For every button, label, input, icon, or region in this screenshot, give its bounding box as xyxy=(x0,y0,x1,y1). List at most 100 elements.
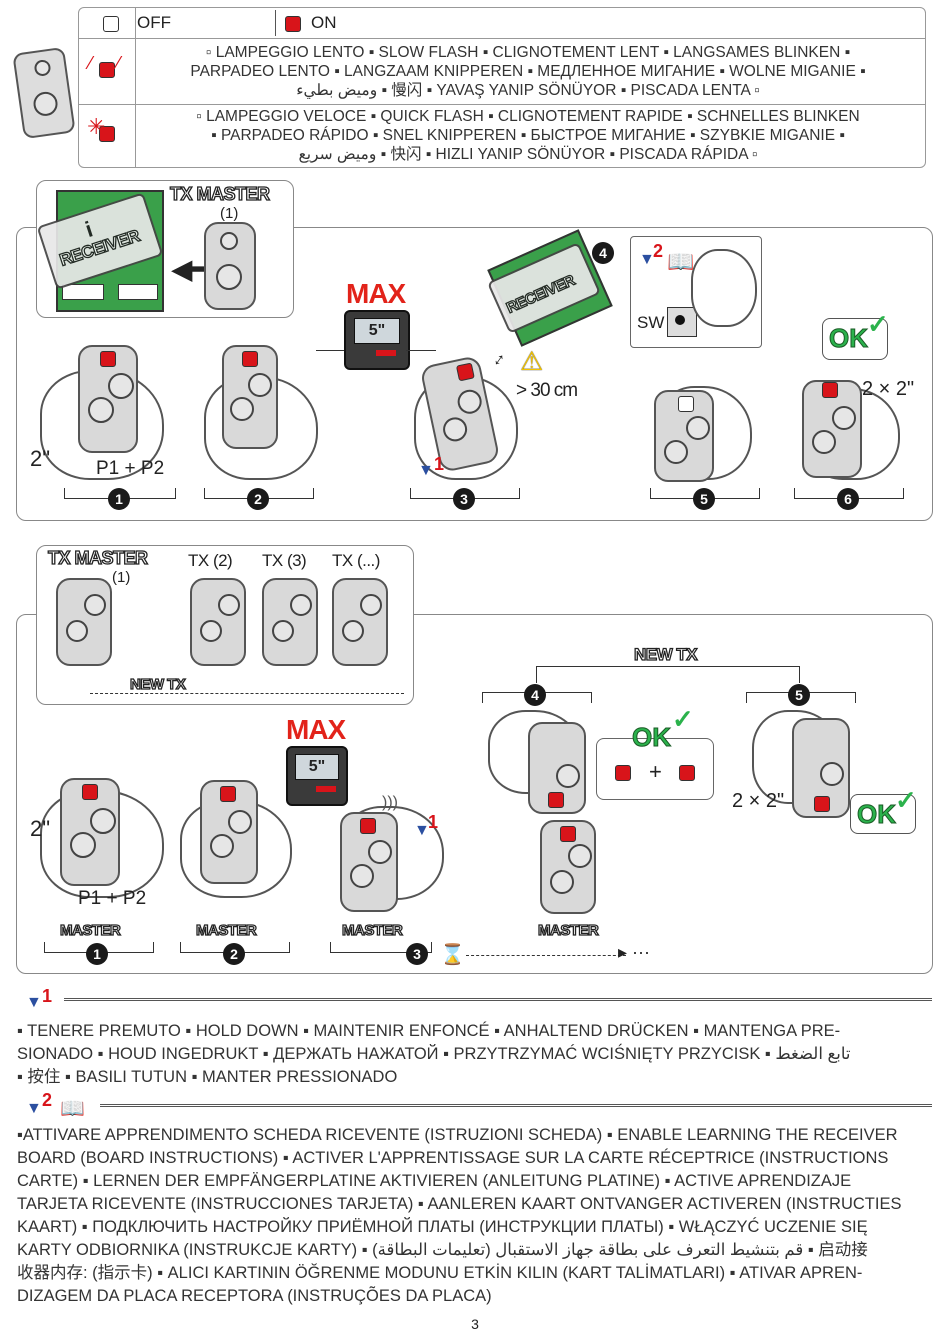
repeat-label: 2 × 2" xyxy=(862,378,915,400)
checkmark-icon-2: ✓ xyxy=(672,704,694,734)
s2-step-5-badge: 5 xyxy=(788,684,810,706)
checkmark-icon-3: ✓ xyxy=(895,785,917,815)
learn-line-5: KAART) ▪ ПОДКЛЮЧИТЬ НАСТРОЙКУ ПРИЁМНОЙ П… xyxy=(17,1218,868,1236)
new-tx-label-2: NEW TX xyxy=(633,644,698,664)
tx2-label: TX (2) xyxy=(188,551,233,570)
step-3-badge: 3 xyxy=(453,488,475,510)
slow-flash-line-1: ▫ LAMPEGGIO LENTO ▪ SLOW FLASH ▪ CLIGNOT… xyxy=(205,44,851,61)
off-label: OFF xyxy=(137,13,171,32)
learn-line-7: 收器内存: (指示卡) ▪ ALICI KARTININ ÖĞRENME MOD… xyxy=(17,1264,863,1282)
master-label-4: MASTER xyxy=(537,921,599,939)
signal-icon: ))) xyxy=(382,794,398,811)
slow-flash-icon xyxy=(99,62,115,78)
remote-s2-step-4-master xyxy=(540,820,596,914)
hold-line-3: ▪ 按住 ▪ BASILI TUTUN ▪ MANTER PRESSIONADO xyxy=(17,1068,398,1086)
s2-step-3-badge: 3 xyxy=(406,943,428,965)
tx-master-title-2: TX MASTER xyxy=(47,547,148,568)
book-note-icon: 📖 xyxy=(60,1098,85,1120)
plus-sign: + xyxy=(649,759,662,784)
pin-1-number-s2: 1 xyxy=(428,812,439,832)
master-label-3: MASTER xyxy=(341,921,403,939)
tx-master-number: (1) xyxy=(220,205,239,222)
learn-line-1: ▪ATTIVARE APPRENDIMENTO SCHEDA RICEVENTE… xyxy=(17,1126,898,1144)
learn-line-8: DIZAGEM DA PLACA RECEPTORA (INSTRUÇÕES D… xyxy=(17,1287,492,1305)
pushpin-2-icon: ▼ xyxy=(639,251,655,268)
timer-display: 5" xyxy=(344,310,410,370)
hold-line-2: SIONADO ▪ HOUD INGEDRUKT ▪ ДЕРЖАТЬ НАЖАТ… xyxy=(17,1045,851,1063)
book-icon: 📖 xyxy=(667,249,695,274)
max-label: MAX xyxy=(346,278,406,309)
quick-flash-line-1: ▫ LAMPEGGIO VELOCE ▪ QUICK FLASH ▪ CLIGN… xyxy=(196,108,860,125)
on-label: ON xyxy=(311,13,337,32)
legend-remote xyxy=(12,46,76,140)
remote-s2-step-2 xyxy=(200,780,258,884)
p1p2-label-2: P1 + P2 xyxy=(78,888,147,909)
ok-badge-step-6: OK ✓ xyxy=(822,309,889,360)
s2-step-2-badge: 2 xyxy=(223,943,245,965)
sw-inset: SW ▼ 2 📖 xyxy=(630,236,762,348)
distance-label: > 30 cm xyxy=(516,380,578,401)
pushpin-icon-s2: ▼ xyxy=(414,822,430,839)
remote-step-5 xyxy=(654,390,714,482)
pushpin-icon: ▼ xyxy=(418,462,434,479)
tx-master-number-2: (1) xyxy=(112,569,131,586)
master-label-1: MASTER xyxy=(59,921,121,939)
quick-flash-icon xyxy=(99,126,115,142)
pin-1-number: 1 xyxy=(434,454,445,474)
section-1-frame xyxy=(16,227,933,521)
quick-flash-line-3: وميض سريع ▪ 快闪 ▪ HIZLI YANIP SÖNÜYOR ▪ P… xyxy=(298,146,758,163)
new-tx-label: NEW TX xyxy=(129,675,186,693)
arrow-left-icon: ◀━ xyxy=(172,254,208,284)
master-label-2: MASTER xyxy=(195,921,257,939)
remote-step-1 xyxy=(78,345,138,453)
quick-flash-line-2: ▪ PARPADEO RÁPIDO ▪ SNEL KNIPPEREN ▪ БЫС… xyxy=(211,127,845,144)
remote-s2-step-1 xyxy=(60,778,120,886)
continue-dots: ▸ ··· xyxy=(618,942,651,962)
step-5-badge: 5 xyxy=(693,488,715,510)
timer-display-2: 5" xyxy=(286,746,348,806)
pushpin-note-1-icon: ▼ xyxy=(26,994,42,1011)
ok-label-4: OK xyxy=(632,722,672,753)
s2-step-4-badge: 4 xyxy=(524,684,546,706)
step-1-badge: 1 xyxy=(108,488,130,510)
note-2-number: 2 xyxy=(42,1090,53,1110)
learn-line-2: BOARD (BOARD INSTRUCTIONS) ▪ ACTIVER L'A… xyxy=(17,1149,889,1167)
page-number: 3 xyxy=(471,1316,479,1332)
max-label-2: MAX xyxy=(286,714,346,745)
txn-label: TX (...) xyxy=(332,551,380,570)
s2-step-1-badge: 1 xyxy=(86,943,108,965)
tx-master-title: TX MASTER xyxy=(169,183,270,204)
timer-value-2: 5" xyxy=(295,754,339,780)
remote-step-6 xyxy=(802,380,862,478)
master-remote xyxy=(204,222,256,310)
tx3-label: TX (3) xyxy=(262,551,307,570)
slow-flash-line-3: وميض بطيء ▪ 慢闪 ▪ YAVAŞ YANIP SÖNÜYOR ▪ P… xyxy=(296,82,760,99)
step-2-badge: 2 xyxy=(247,488,269,510)
receiver-label: RECEIVER xyxy=(57,225,143,270)
tx-master-remote xyxy=(56,578,112,666)
section-2-frame xyxy=(16,614,933,974)
step-4-badge: 4 xyxy=(592,242,614,264)
pushpin-note-2-icon: ▼ xyxy=(26,1100,42,1117)
txn-remote xyxy=(332,578,388,666)
checkmark-icon: ✓ xyxy=(867,309,889,339)
led-off-icon xyxy=(103,16,119,32)
remote-step-2 xyxy=(222,345,278,449)
pin-2-number: 2 xyxy=(653,241,664,261)
learn-line-4: TARJETA RICEVENTE (INSTRUCCIONES TARJETA… xyxy=(17,1195,902,1213)
led-legend-box: OFF ON ⁄ ⁄ ▫ LAMPEGGIO LENTO ▪ SLOW FLAS… xyxy=(78,7,926,168)
tx2-remote xyxy=(190,578,246,666)
hourglass-icon: ⌛ xyxy=(440,944,465,966)
learning-note: ▪ATTIVARE APPRENDIMENTO SCHEDA RICEVENTE… xyxy=(17,1124,933,1308)
led-on-icon xyxy=(285,16,301,32)
step-6-badge: 6 xyxy=(837,488,859,510)
remote-s2-step-3 xyxy=(340,812,398,912)
hold-down-note: ▪ TENERE PREMUTO ▪ HOLD DOWN ▪ MAINTENIR… xyxy=(17,1020,933,1089)
p1p2-label: P1 + P2 xyxy=(96,458,165,479)
sw-label: SW xyxy=(637,313,665,332)
warning-icon: ⚠ xyxy=(520,346,544,376)
tx3-remote xyxy=(262,578,318,666)
repeat-label-2: 2 × 2" xyxy=(732,790,785,812)
two-sec-label: 2" xyxy=(30,446,51,471)
hold-line-1: ▪ TENERE PREMUTO ▪ HOLD DOWN ▪ MAINTENIR… xyxy=(17,1022,841,1040)
